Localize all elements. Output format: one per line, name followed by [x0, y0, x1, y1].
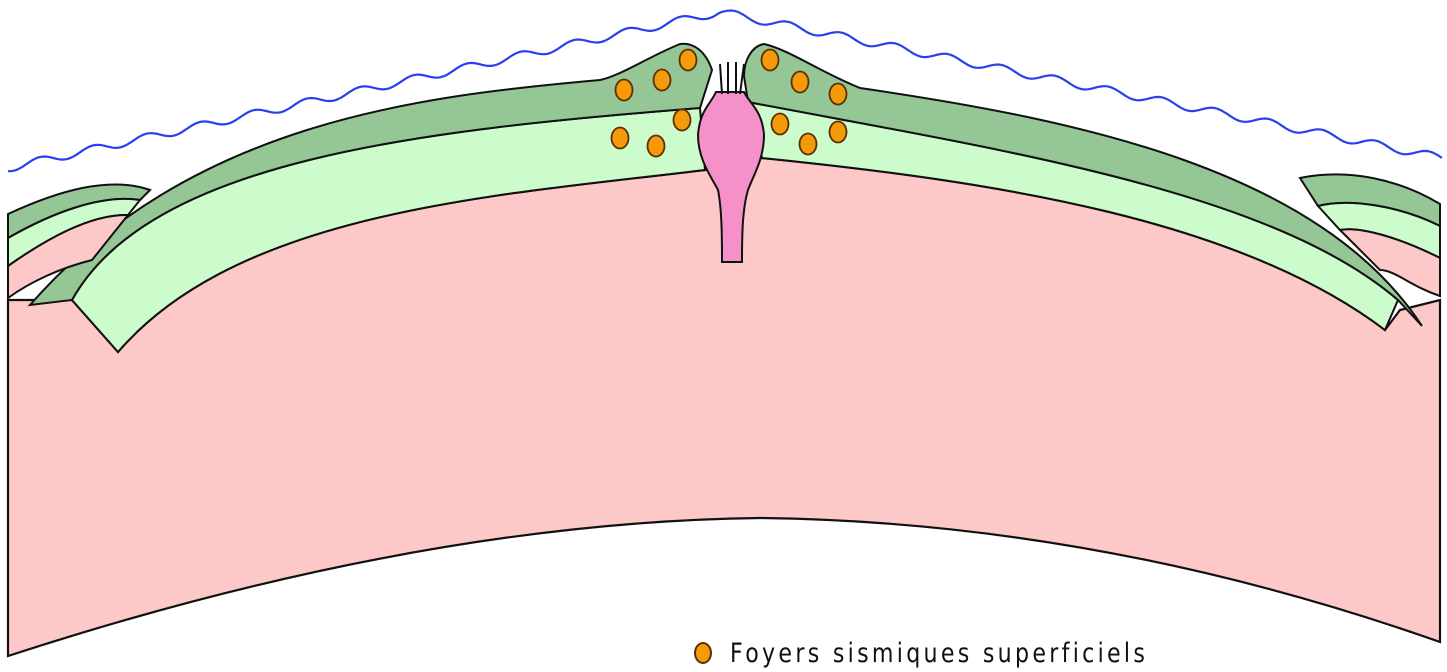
- seismic-focus-11: [800, 134, 817, 155]
- seismic-focus-8: [792, 72, 809, 93]
- seismic-focus-1: [616, 80, 633, 101]
- orange-dot-icon: [694, 642, 712, 664]
- legend: Foyers sismiques superficiels: [694, 636, 1240, 670]
- seismic-focus-9: [830, 84, 847, 105]
- seismic-focus-10: [772, 114, 789, 135]
- seismic-focus-5: [648, 136, 665, 157]
- legend-label: Foyers sismiques superficiels: [730, 638, 1148, 669]
- feeder-dikes: [720, 62, 744, 94]
- seismic-focus-7: [762, 50, 779, 71]
- seismic-focus-6: [674, 110, 691, 131]
- seismic-focus-3: [680, 50, 697, 71]
- seismic-focus-12: [830, 122, 847, 143]
- seismic-focus-2: [654, 70, 671, 91]
- seismic-focus-4: [612, 128, 629, 149]
